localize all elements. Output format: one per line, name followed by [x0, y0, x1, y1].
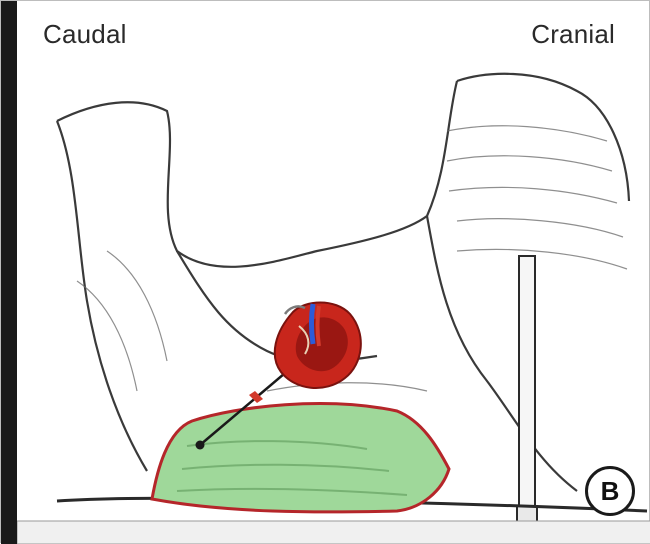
hollow-organ-region: [152, 404, 449, 512]
panel-label-text: B: [601, 476, 620, 507]
left-edge-bar: [1, 1, 17, 544]
kidney-illustration: [275, 303, 361, 389]
caudal-label: Caudal: [43, 19, 127, 50]
surgical-scene: Caudal Cranial B: [17, 1, 650, 544]
panel-label-badge: B: [585, 466, 635, 516]
entry-point-marker: [196, 441, 205, 450]
cranial-label: Cranial: [531, 19, 615, 50]
scene-illustration: [17, 1, 650, 544]
instrument-bar: [517, 256, 537, 528]
